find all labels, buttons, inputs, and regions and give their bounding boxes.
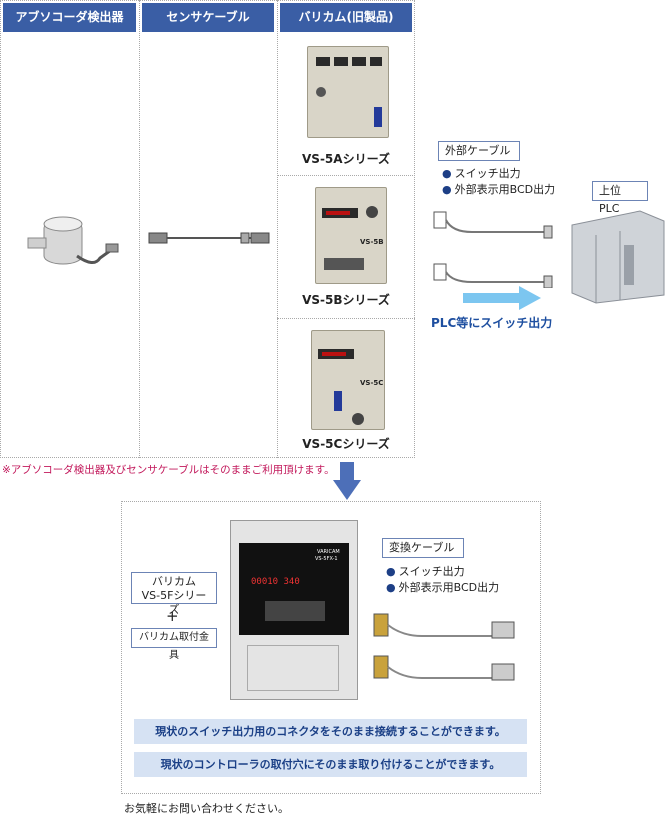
- product-series: VS-5Fシリーズ: [141, 589, 207, 616]
- plc-caption: PLC等にスイッチ出力: [431, 316, 553, 330]
- benefit-message: 現状のコントローラの取付穴にそのまま取り付けることができます。: [134, 752, 527, 777]
- comparison-table: [0, 0, 415, 458]
- absocoder-encoder-image: [27, 216, 119, 265]
- benefit-message: 現状のスイッチ出力用のコネクタをそのまま接続することができます。: [134, 719, 527, 744]
- header-encoder: アブソコーダ検出器: [3, 3, 136, 32]
- output-item: ●外部表示用BCD出力: [442, 183, 556, 196]
- vs-5fx-device-image: VARICAM VS-5FX-1 00010 340: [230, 520, 358, 700]
- row-divider: [277, 175, 415, 176]
- conv-output-item: ●スイッチ出力: [386, 565, 465, 578]
- output-item: ●スイッチ出力: [442, 167, 521, 180]
- vs-5a-device-image: [307, 46, 389, 138]
- conv-output-label: 外部表示用BCD出力: [398, 581, 500, 594]
- bracket-label: バリカム取付金具: [131, 628, 217, 661]
- series-vs5c: VS-5Cシリーズ: [302, 437, 390, 451]
- conversion-cable-image: [373, 613, 515, 681]
- column-divider: [139, 0, 140, 458]
- note-reuse: ※アブソコーダ検出器及びセンサケーブルはそのままご利用頂けます。: [2, 464, 335, 476]
- external-cable-image: [433, 211, 553, 288]
- sensor-cable-image: [148, 232, 270, 244]
- plc-output-arrow: [463, 286, 541, 310]
- output-item-label: 外部表示用BCD出力: [454, 183, 556, 196]
- vs5fx-display: 00010 340: [251, 577, 300, 587]
- column-divider: [277, 0, 278, 458]
- series-vs5a: VS-5Aシリーズ: [302, 152, 390, 166]
- vs-5fx-front-panel: VARICAM VS-5FX-1 00010 340: [239, 543, 349, 635]
- header-sensor-cable: センサケーブル: [142, 3, 274, 32]
- vs5c-device-tag: VS-5C: [360, 379, 384, 387]
- vs5fx-brand: VARICAM: [317, 549, 340, 555]
- conv-output-label: スイッチ出力: [398, 565, 465, 578]
- down-arrow: [333, 462, 361, 500]
- vs5b-device-tag: VS-5B: [360, 238, 384, 246]
- row-divider: [277, 318, 415, 319]
- series-vs5b: VS-5Bシリーズ: [302, 293, 390, 307]
- external-cable-label: 外部ケーブル: [438, 141, 520, 161]
- output-item-label: スイッチ出力: [454, 167, 521, 180]
- header-varicam-old: バリカム(旧製品): [280, 3, 412, 32]
- upper-plc-label: 上位PLC: [592, 181, 648, 215]
- conv-output-item: ●外部表示用BCD出力: [386, 581, 500, 594]
- product-label: バリカム VS-5Fシリーズ: [131, 572, 217, 616]
- vs-5b-device-image: VS-5B: [315, 187, 387, 284]
- vs-5c-device-image: VS-5C: [311, 330, 385, 430]
- plus-sign: +: [166, 607, 179, 625]
- replacement-panel: [121, 501, 541, 794]
- conversion-cable-label: 変換ケーブル: [382, 538, 464, 558]
- product-name: バリカム: [152, 575, 196, 588]
- plc-cabinet-image: [571, 210, 665, 304]
- vs5fx-model: VS-5FX-1: [315, 556, 338, 562]
- contact-note: お気軽にお問い合わせください。: [124, 802, 289, 815]
